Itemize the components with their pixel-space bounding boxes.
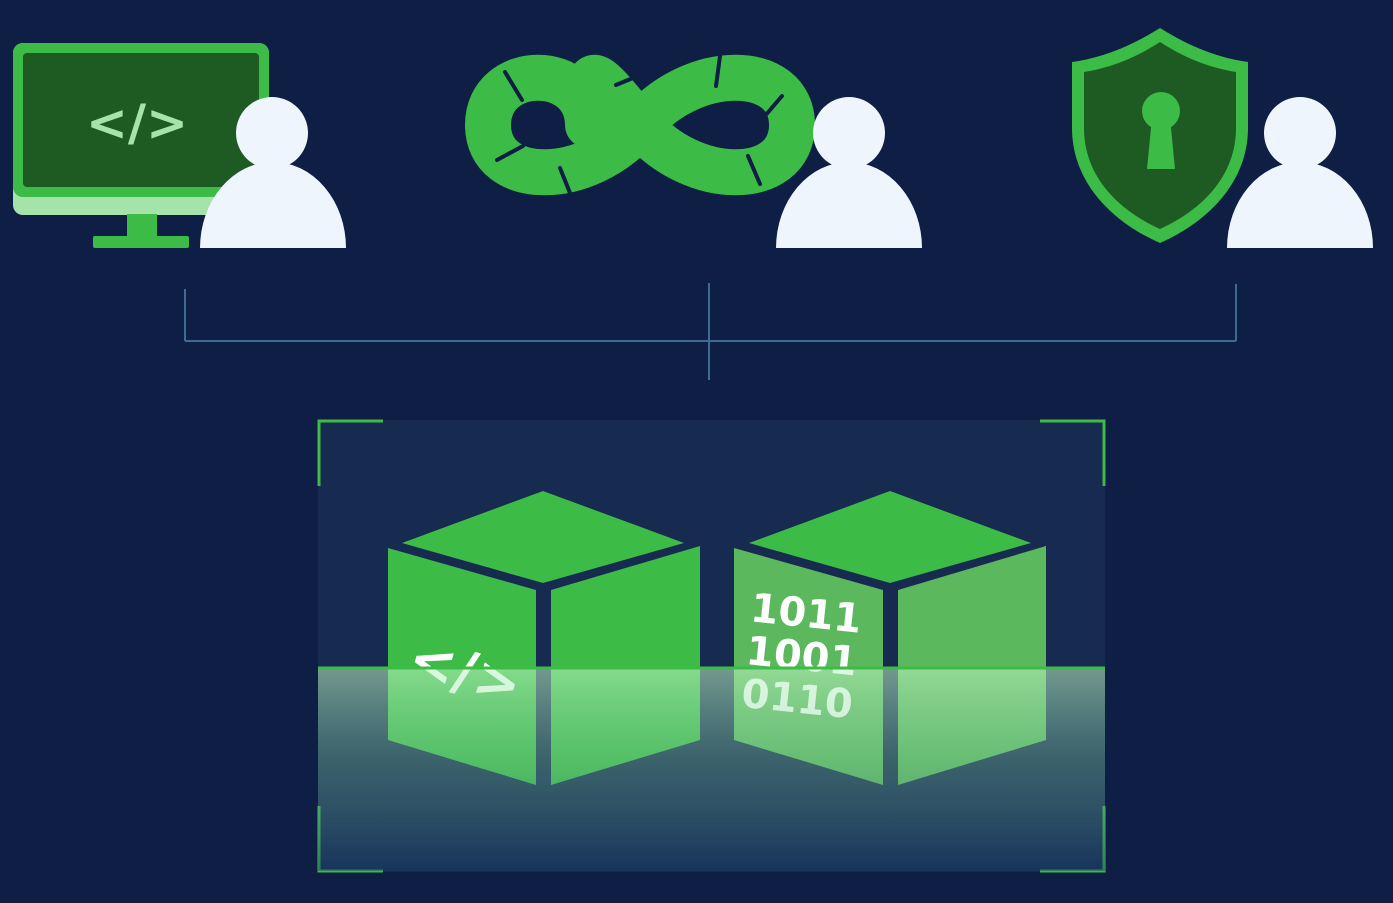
developer-person-icon — [200, 97, 346, 248]
operations-role — [465, 54, 922, 248]
water-surface — [318, 666, 1105, 871]
container-panel: </> 1011 1001 0110 — [317, 419, 1106, 873]
devops-infinity-icon — [465, 54, 815, 200]
security-shield-lock-icon — [1072, 28, 1248, 243]
security-person-icon — [1227, 97, 1373, 248]
connector-lines — [184, 283, 1237, 380]
code-monitor-icon: </> — [13, 43, 269, 248]
monitor-code-glyph: </> — [86, 94, 188, 152]
keyhole-icon — [1142, 92, 1180, 169]
security-role — [1072, 28, 1373, 248]
developer-role: </> — [13, 43, 346, 248]
operations-person-icon — [776, 97, 922, 248]
